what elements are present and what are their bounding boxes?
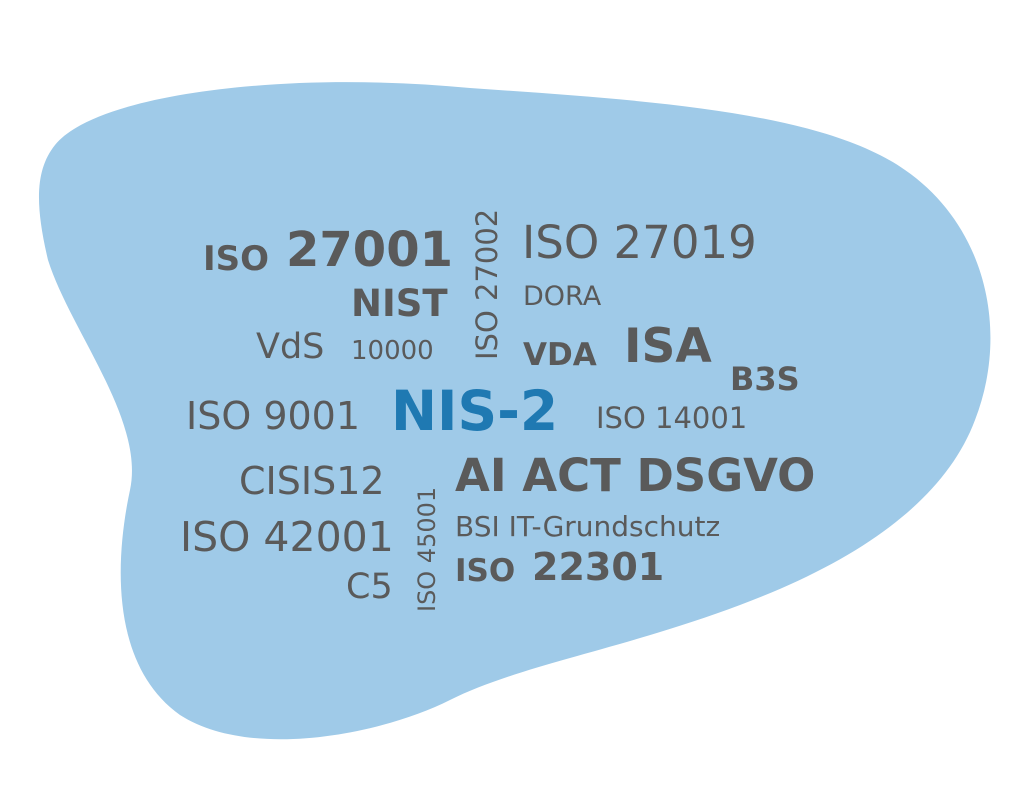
nis-2-label: NIS-2 xyxy=(391,379,559,443)
vda-label: VDA xyxy=(523,337,597,373)
iso-27001-number: 27001 xyxy=(286,222,453,278)
iso-27002-label: ISO 27002 xyxy=(470,208,504,360)
iso-14001-label: ISO 14001 xyxy=(596,401,748,435)
dora-label: DORA xyxy=(523,281,602,312)
isa-label: ISA xyxy=(624,319,712,374)
iso-45001-label: ISO 45001 xyxy=(413,486,441,612)
iso-22301-number: 22301 xyxy=(532,545,665,589)
iso-27019-label: ISO 27019 xyxy=(522,216,757,269)
b3s-label: B3S xyxy=(730,360,800,398)
bsi-it-grundschutz-label: BSI IT-Grundschutz xyxy=(455,510,721,543)
vds-number: 10000 xyxy=(351,336,434,366)
vds-label: VdS xyxy=(256,327,325,367)
iso-9001-label: ISO 9001 xyxy=(186,394,361,438)
iso-27001-prefix: ISO xyxy=(203,239,270,279)
c5-label: C5 xyxy=(346,567,393,607)
iso-42001-label: ISO 42001 xyxy=(180,513,394,561)
nist-label: NIST xyxy=(351,282,448,325)
iso-22301-prefix: ISO xyxy=(455,553,516,589)
cisis12-label: CISIS12 xyxy=(239,459,385,503)
ai-act-dsgvo-label: AI ACT DSGVO xyxy=(455,449,816,502)
